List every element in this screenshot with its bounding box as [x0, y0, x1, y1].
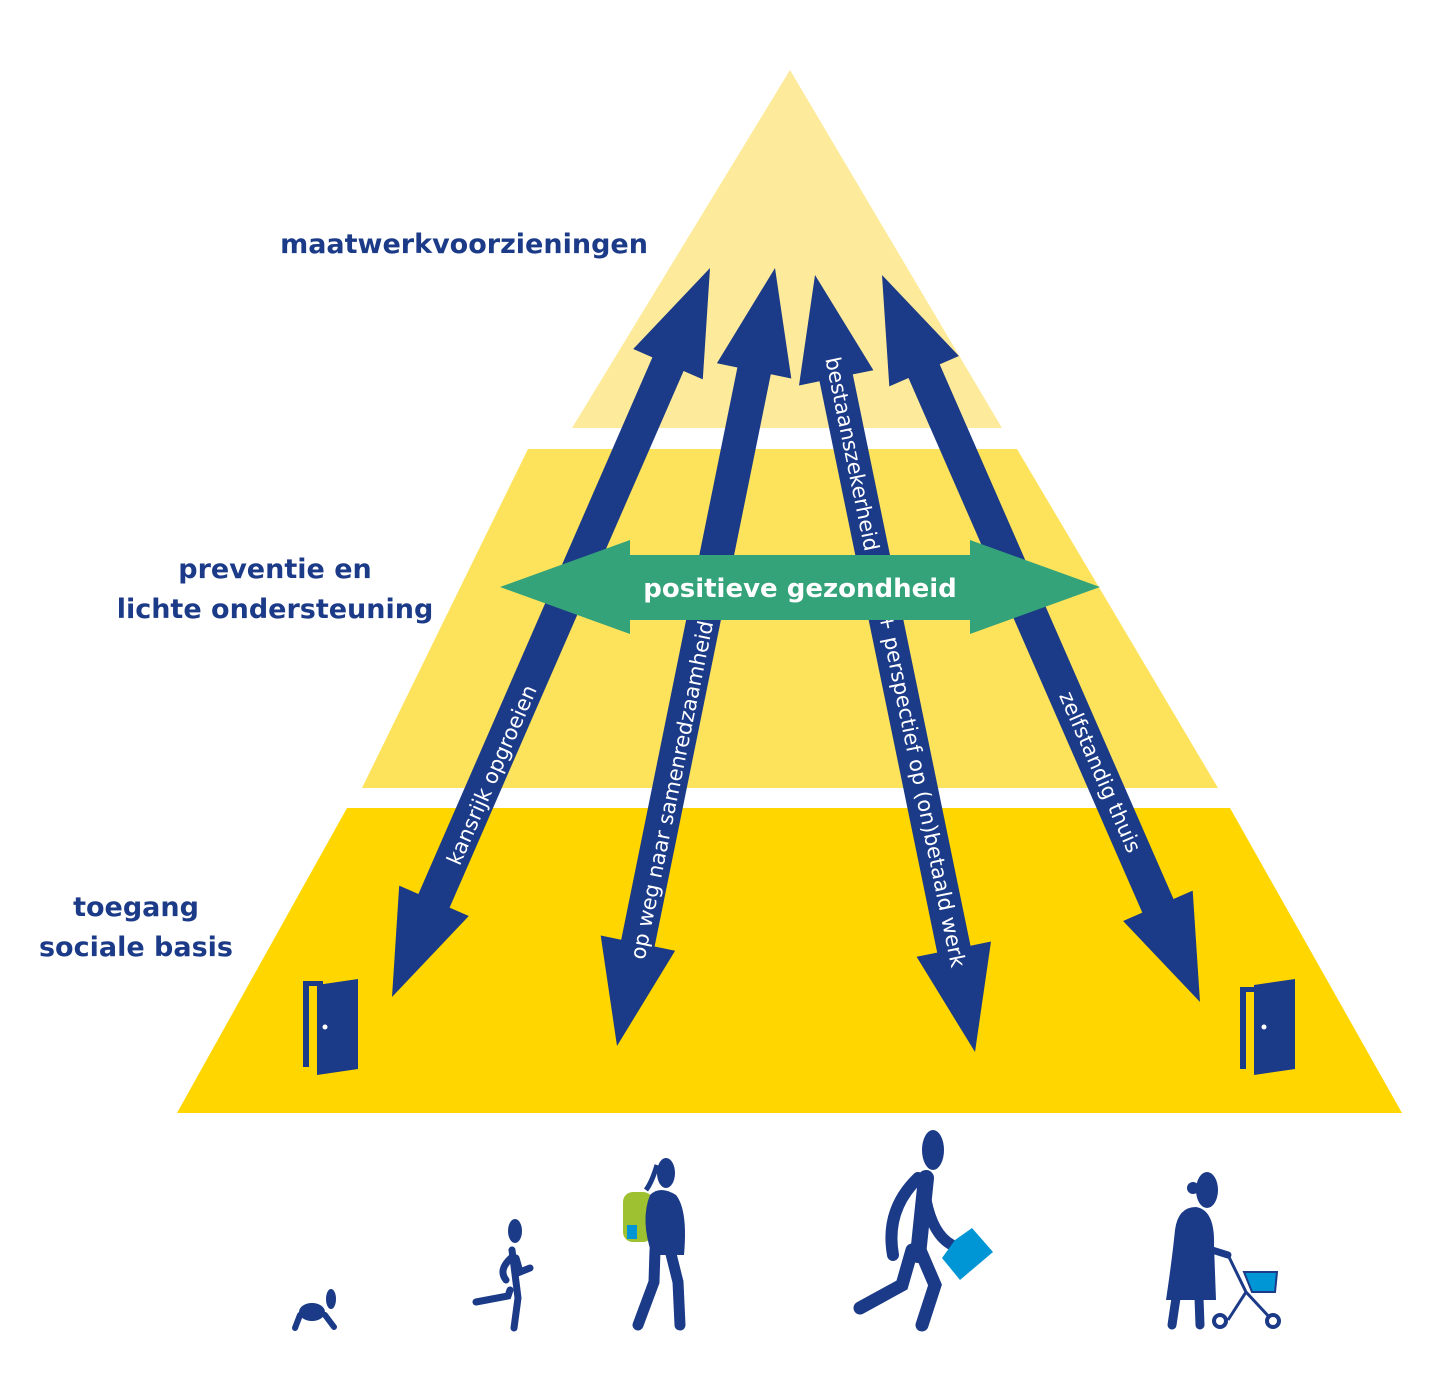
tier-label-middle-2: lichte ondersteuning [117, 594, 434, 625]
student-with-backpack-icon [623, 1158, 686, 1331]
tier-label-bottom-2: sociale basis [39, 932, 233, 963]
crawling-baby-icon [292, 1289, 337, 1331]
vertical-arrows [392, 268, 1200, 1052]
positieve-gezondheid-label: positieve gezondheid [643, 574, 957, 604]
tier-label-middle-1: preventie en [178, 554, 372, 585]
positieve-gezondheid-arrow [500, 540, 1100, 634]
arrow-kansrijk-opgroeien [392, 268, 710, 997]
walking-adult-with-briefcase-icon [853, 1130, 993, 1332]
door-icon [303, 979, 358, 1075]
arrow-bestaanszekerheid [799, 275, 991, 1052]
tier-bottom [177, 808, 1402, 1113]
elderly-with-walker-icon [1166, 1172, 1281, 1330]
arrow-samenredzaamheid [600, 268, 792, 1046]
tier-label-bottom-1: toegang [73, 892, 199, 923]
arrow-zelfstandig-thuis [882, 275, 1200, 1002]
tier-label-top: maatwerkvoorzieningen [280, 229, 648, 260]
running-child-icon [472, 1219, 534, 1332]
door-icon [1240, 979, 1295, 1075]
